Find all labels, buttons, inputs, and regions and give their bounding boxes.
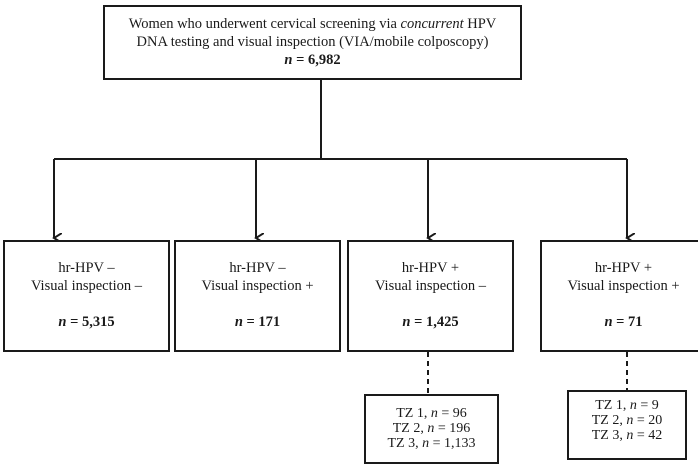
tz-row: TZ 3, n = 42 bbox=[591, 428, 663, 443]
tz-box-1: TZ 1, n = 96 TZ 2, n = 196 TZ 3, n = 1,1… bbox=[364, 394, 499, 464]
root-line-1: Women who underwent cervical screening v… bbox=[128, 16, 497, 32]
group-visual-label: Visual inspection + bbox=[201, 278, 314, 294]
group-hpv-label: hr-HPV + bbox=[401, 260, 460, 276]
tz-row: TZ 2, n = 196 bbox=[392, 421, 471, 436]
group-count: n = 71 bbox=[604, 314, 643, 330]
group-visual-label: Visual inspection – bbox=[30, 278, 143, 294]
root-line-2: DNA testing and visual inspection (VIA/m… bbox=[136, 34, 489, 50]
root-box: Women who underwent cervical screening v… bbox=[103, 5, 522, 80]
group-hpv-label: hr-HPV + bbox=[594, 260, 653, 276]
tz-row: TZ 1, n = 96 bbox=[396, 406, 467, 421]
tz-row: TZ 1, n = 9 bbox=[595, 398, 659, 413]
group-hpv-label: hr-HPV – bbox=[58, 260, 115, 276]
group-box-2: hr-HPV – Visual inspection + n = 171 bbox=[174, 240, 341, 352]
group-count: n = 5,315 bbox=[58, 314, 115, 330]
tz-row: TZ 3, n = 1,133 bbox=[387, 436, 476, 451]
group-box-3: hr-HPV + Visual inspection – n = 1,425 bbox=[347, 240, 514, 352]
group-box-1: hr-HPV – Visual inspection – n = 5,315 bbox=[3, 240, 170, 352]
group-visual-label: Visual inspection – bbox=[374, 278, 487, 294]
tz-row: TZ 2, n = 20 bbox=[591, 413, 663, 428]
group-hpv-label: hr-HPV – bbox=[229, 260, 286, 276]
group-visual-label: Visual inspection + bbox=[567, 278, 680, 294]
group-count: n = 171 bbox=[234, 314, 281, 330]
group-count: n = 1,425 bbox=[402, 314, 459, 330]
tz-box-2: TZ 1, n = 9 TZ 2, n = 20 TZ 3, n = 42 bbox=[567, 390, 687, 460]
group-box-4: hr-HPV + Visual inspection + n = 71 bbox=[540, 240, 698, 352]
root-count: n = 6,982 bbox=[284, 52, 341, 68]
